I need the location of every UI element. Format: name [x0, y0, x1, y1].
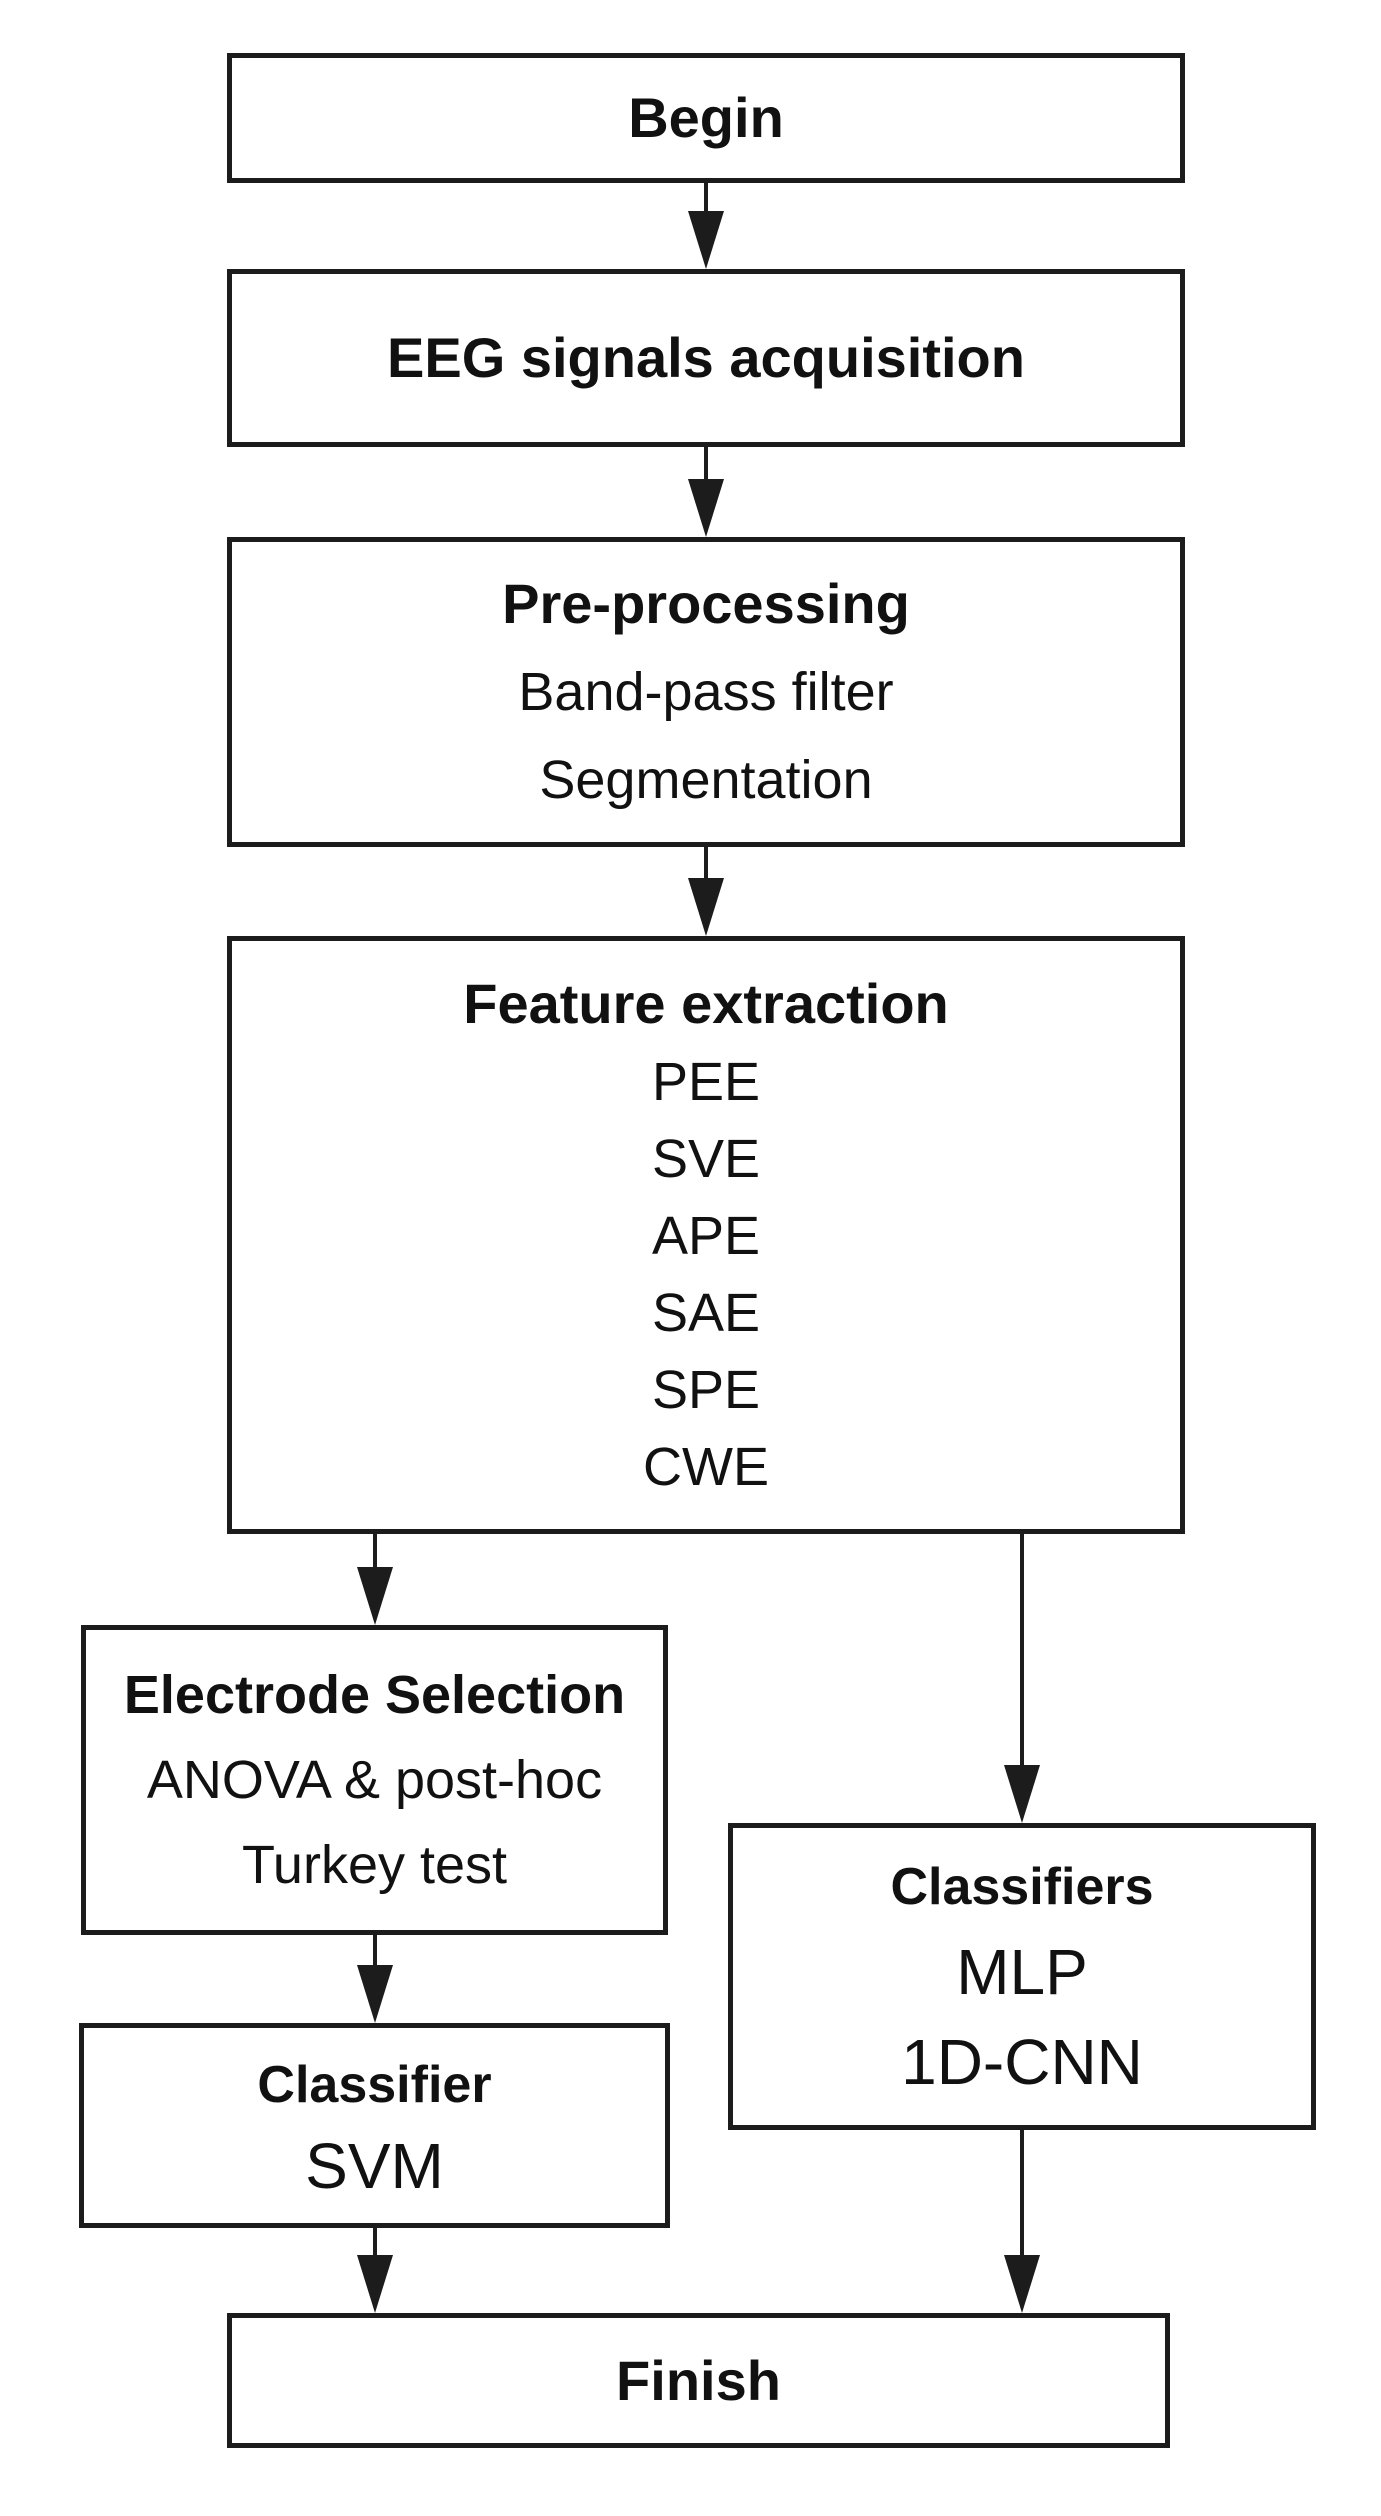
arrow-shaft: [1020, 1534, 1024, 1773]
node-preprocessing: Pre-processing Band-pass filter Segmenta…: [227, 537, 1185, 847]
node-feature-extraction: Feature extraction PEE SVE APE SAE SPE C…: [227, 936, 1185, 1534]
arrow-shaft: [704, 847, 708, 886]
node-preprocessing-title: Pre-processing: [502, 572, 910, 635]
node-classifiers-title: Classifiers: [890, 1857, 1154, 1916]
arrow-shaft: [373, 1935, 377, 1973]
arrow-shaft: [704, 447, 708, 487]
arrowhead-down-icon: [688, 878, 724, 936]
arrow-feature-extraction-to-classifiers: [1003, 1534, 1041, 1823]
node-feature-extraction-line: SAE: [651, 1283, 761, 1343]
node-electrode-selection-line: ANOVA & post-hoc: [146, 1749, 603, 1810]
node-eeg-acquisition-title: EEG signals acquisition: [387, 326, 1025, 389]
arrowhead-down-icon: [357, 1965, 393, 2023]
arrow-begin-to-eeg-acquisition: [687, 183, 725, 269]
arrowhead-down-icon: [357, 2255, 393, 2313]
arrow-shaft: [373, 2228, 377, 2263]
arrowhead-down-icon: [688, 479, 724, 537]
node-preprocessing-line: Band-pass filter: [518, 662, 894, 722]
arrow-shaft: [373, 1534, 377, 1575]
node-feature-extraction-line: CWE: [643, 1437, 769, 1497]
arrow-shaft: [704, 183, 708, 219]
arrow-classifier-to-finish: [356, 2228, 394, 2313]
node-feature-extraction-line: SPE: [651, 1360, 761, 1420]
node-electrode-selection-line: Turkey test: [241, 1834, 508, 1895]
arrow-shaft: [1020, 2130, 1024, 2263]
node-classifiers: Classifiers MLP 1D-CNN: [728, 1823, 1316, 2130]
node-preprocessing-line: Segmentation: [539, 750, 873, 810]
arrow-feature-extraction-to-electrode-selection: [356, 1534, 394, 1625]
node-electrode-selection-title: Electrode Selection: [123, 1664, 626, 1725]
node-classifiers-line: MLP: [956, 1935, 1088, 2008]
arrow-preprocessing-to-feature-extraction: [687, 847, 725, 936]
arrowhead-down-icon: [688, 211, 724, 269]
arrowhead-down-icon: [357, 1567, 393, 1625]
node-classifier-line: SVM: [305, 2129, 444, 2202]
arrowhead-down-icon: [1004, 1765, 1040, 1823]
node-feature-extraction-line: SVE: [651, 1129, 761, 1189]
arrow-eeg-to-preprocessing: [687, 447, 725, 537]
node-finish: Finish: [227, 2313, 1170, 2448]
arrow-electrode-selection-to-classifier: [356, 1935, 394, 2023]
node-eeg-acquisition: EEG signals acquisition: [227, 269, 1185, 447]
node-classifiers-line: 1D-CNN: [901, 2025, 1143, 2098]
node-feature-extraction-line: APE: [651, 1206, 761, 1266]
node-classifier-title: Classifier: [257, 2055, 492, 2114]
node-feature-extraction-title: Feature extraction: [463, 972, 949, 1035]
arrow-classifiers-to-finish: [1003, 2130, 1041, 2313]
node-feature-extraction-line: PEE: [651, 1052, 761, 1112]
arrowhead-down-icon: [1004, 2255, 1040, 2313]
node-classifier: Classifier SVM: [79, 2023, 670, 2228]
node-begin: Begin: [227, 53, 1185, 183]
node-electrode-selection: Electrode Selection ANOVA & post-hoc Tur…: [81, 1625, 668, 1935]
node-finish-title: Finish: [616, 2348, 781, 2412]
node-begin-title: Begin: [628, 86, 784, 149]
